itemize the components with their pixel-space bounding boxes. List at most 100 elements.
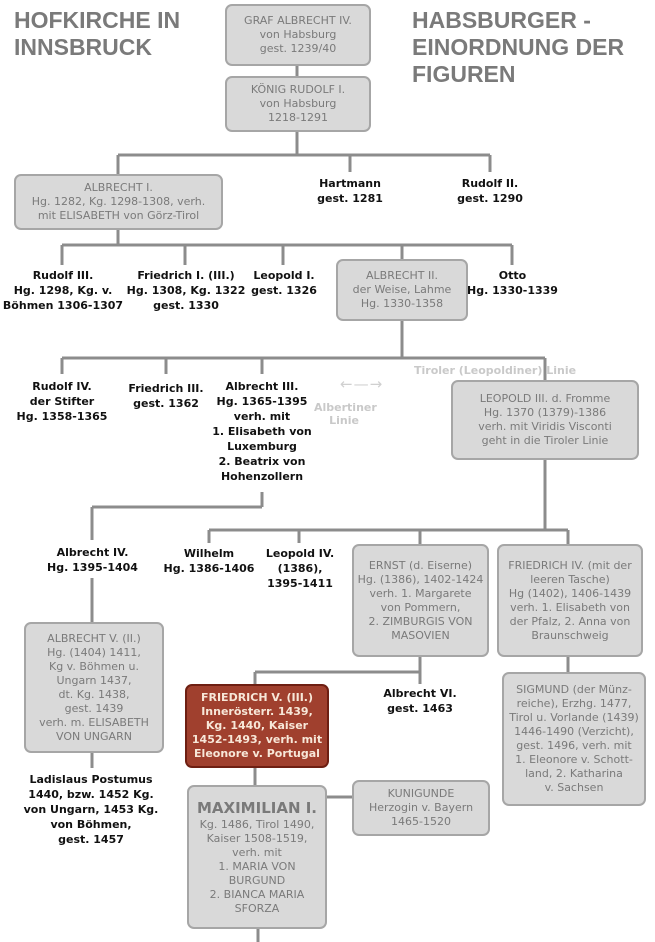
person-detail: der Pfalz, 2. Anna von: [509, 614, 631, 628]
person-albrecht-iii: Albrecht III. Hg. 1365-1395 verh. mit 1.…: [205, 379, 319, 484]
person-detail: gest. 1330: [153, 299, 219, 312]
person-name: KUNIGUNDE: [387, 787, 455, 800]
person-wilhelm: Wilhelm Hg. 1386-1406: [162, 546, 256, 576]
person-name: Leopold I.: [253, 269, 315, 282]
person-detail: 1. Eleonore v. Schott-: [515, 753, 633, 766]
person-detail: Hg. 1358-1365: [16, 410, 108, 423]
person-detail: von Ungarn, 1453 Kg.: [23, 803, 159, 816]
person-detail: Hohenzollern: [220, 470, 304, 483]
person-detail: VON UNGARN: [56, 729, 132, 743]
person-detail: 2. ZIMBURGIS VON: [368, 614, 473, 628]
person-detail: 1. MARIA VON: [218, 859, 296, 873]
person-sigmund: SIGMUND (der Münz- reiche), Erzhg. 1477,…: [502, 672, 646, 806]
person-detail: der Weise, Lahme: [352, 283, 452, 296]
person-detail: verh. 1. Elisabeth von: [510, 600, 630, 614]
person-detail: geht in die Tiroler Linie: [481, 434, 609, 447]
person-detail: 1218-1291: [268, 111, 328, 124]
person-detail: von Habsburg: [259, 97, 337, 110]
person-name: LEOPOLD III. d. Fromme: [479, 392, 611, 405]
person-detail: Ungarn 1437,: [56, 673, 132, 687]
person-name: GRAF ALBRECHT IV.: [244, 14, 352, 27]
person-detail: dt. Kg. 1438,: [58, 687, 130, 701]
title-right-line-2: EINORDNUNG DER: [412, 34, 625, 60]
person-detail: Herzogin v. Bayern: [368, 801, 474, 814]
person-rudolf-i: KÖNIG RUDOLF I. von Habsburg 1218-1291: [225, 76, 371, 132]
person-detail: 1465-1520: [391, 815, 451, 828]
person-ladislaus-postumus: Ladislaus Postumus 1440, bzw. 1452 Kg. v…: [16, 772, 166, 847]
person-detail: Hg. 1370 (1379)-1386: [483, 406, 607, 419]
person-graf-albrecht-iv: GRAF ALBRECHT IV. von Habsburg gest. 123…: [225, 4, 371, 66]
person-detail: Hg (1402), 1406-1439: [508, 586, 632, 600]
title-right: HABSBURGER - EINORDNUNG DER FIGUREN: [412, 7, 624, 88]
person-detail: gest. 1457: [58, 833, 124, 846]
person-detail: gest. 1362: [133, 397, 199, 410]
person-detail: leeren Tasche): [530, 572, 610, 586]
person-detail: gest. 1281: [317, 192, 383, 205]
title-left-line-1: HOFKIRCHE IN: [14, 7, 181, 33]
person-detail: (1386),: [277, 562, 323, 575]
label-albertiner-line-1: Albertiner: [314, 401, 377, 414]
label-albertiner-linie: Albertiner Linie: [314, 401, 377, 427]
person-detail: reiche), Erzhg. 1477,: [516, 697, 632, 710]
person-detail: Hg. 1282, Kg. 1298-1308, verh.: [31, 195, 206, 208]
person-rudolf-ii: Rudolf II. gest. 1290: [440, 176, 540, 206]
person-detail: verh. mit: [232, 845, 282, 859]
person-name: FRIEDRICH V. (III.): [200, 691, 313, 704]
person-detail: Hg. (1404) 1411,: [47, 645, 141, 659]
person-detail: 1395-1411: [267, 577, 333, 590]
person-name: Wilhelm: [183, 547, 235, 560]
person-detail: Hg. 1308, Kg. 1322: [126, 284, 246, 297]
person-leopold-iv: Leopold IV. (1386), 1395-1411: [255, 546, 345, 591]
person-detail: Tirol u. Vorlande (1439): [509, 711, 639, 724]
person-detail: 2. BIANCA MARIA: [209, 887, 305, 901]
person-name: Friedrich I. (III.): [137, 269, 235, 282]
person-albrecht-ii: ALBRECHT II. der Weise, Lahme Hg. 1330-1…: [336, 259, 468, 321]
person-detail: Kg v. Böhmen u.: [48, 659, 139, 673]
person-detail: gest. 1239/40: [259, 42, 337, 55]
person-detail: Hg. (1386), 1402-1424: [357, 572, 484, 586]
title-left-line-2: INNSBRUCK: [14, 34, 152, 60]
label-tiroler-linie: Tiroler (Leopoldiner) Linie: [414, 364, 577, 377]
person-detail: verh. mit Viridis Visconti: [478, 420, 612, 433]
person-detail: gest. 1326: [251, 284, 317, 297]
person-name: Rudolf II.: [461, 177, 519, 190]
person-name: Rudolf IV.: [32, 380, 92, 393]
person-detail: Hg. 1395-1404: [47, 561, 138, 574]
person-detail: Luxemburg: [227, 440, 297, 453]
person-detail: BURGUND: [228, 873, 286, 887]
person-detail: verh. 1. Margarete: [369, 586, 472, 600]
person-detail: Eleonore v. Portugal: [194, 747, 320, 760]
person-detail: Kg. 1440, Kaiser: [205, 719, 309, 732]
person-detail: Hg. 1298, Kg. v.: [13, 284, 113, 297]
person-detail: 1452-1493, verh. mit: [191, 733, 323, 746]
person-ernst: ERNST (d. Eiserne) Hg. (1386), 1402-1424…: [352, 544, 489, 657]
person-rudolf-iv: Rudolf IV. der Stifter Hg. 1358-1365: [14, 379, 110, 424]
title-right-line-1: HABSBURGER -: [412, 7, 591, 33]
person-name: ALBRECHT II.: [366, 269, 438, 282]
person-name: FRIEDRICH IV. (mit der: [508, 558, 632, 572]
person-detail: gest. 1463: [387, 702, 453, 715]
person-detail: gest. 1496, verh. mit: [516, 739, 632, 752]
person-detail: Kaiser 1508-1519,: [206, 831, 308, 845]
person-detail: verh. mit: [233, 410, 291, 423]
person-detail: gest. 1290: [457, 192, 523, 205]
person-detail: von Böhmen,: [50, 818, 132, 831]
person-detail: von Habsburg: [259, 28, 337, 41]
label-albertiner-line-2: Linie: [329, 414, 359, 427]
person-detail: Hg. 1330-1339: [467, 284, 558, 297]
person-friedrich-i: Friedrich I. (III.) Hg. 1308, Kg. 1322 g…: [125, 268, 247, 313]
person-name: Albrecht III.: [225, 380, 299, 393]
person-leopold-iii: LEOPOLD III. d. Fromme Hg. 1370 (1379)-1…: [451, 380, 639, 460]
person-detail: Böhmen 1306-1307: [2, 299, 124, 312]
person-detail: Hg. 1330-1358: [360, 297, 444, 310]
person-detail: Innerösterr. 1439,: [201, 705, 313, 718]
person-friedrich-iv: FRIEDRICH IV. (mit der leeren Tasche) Hg…: [497, 544, 643, 657]
person-name: Hartmann: [319, 177, 381, 190]
person-albrecht-v: ALBRECHT V. (II.) Hg. (1404) 1411, Kg v.…: [24, 622, 164, 753]
person-detail: der Stifter: [29, 395, 95, 408]
person-detail: von Pommern,: [380, 600, 461, 614]
person-detail: 1440, bzw. 1452 Kg.: [28, 788, 154, 801]
person-name: Rudolf III.: [32, 269, 94, 282]
person-detail: verh. m. ELISABETH: [39, 715, 149, 729]
person-name: Albrecht VI.: [383, 687, 457, 700]
